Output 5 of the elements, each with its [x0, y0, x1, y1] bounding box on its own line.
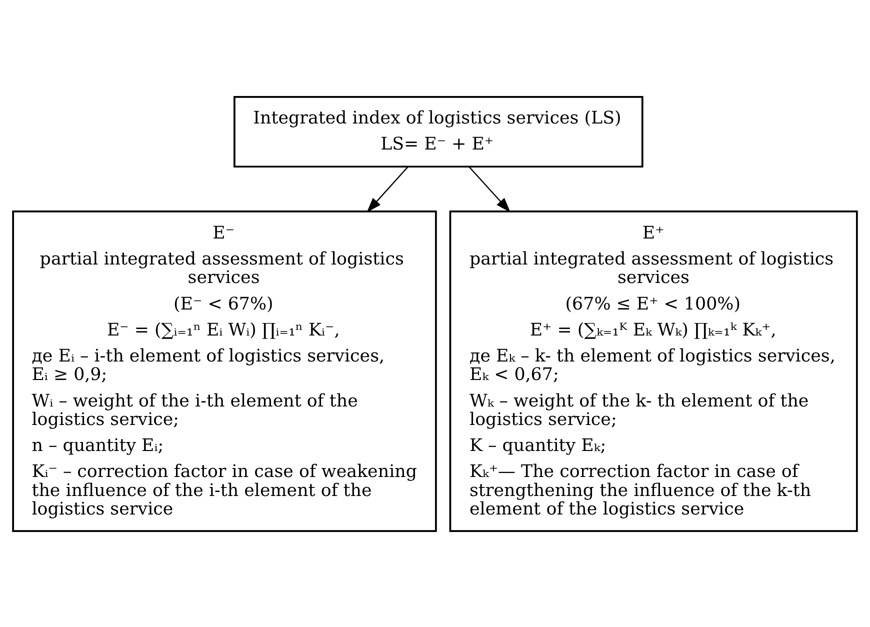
- node-box: E⁺ partial integrated assessment of logistics services (67% ≤ E⁺ < 100%) E⁺ = (∑ₖ₌₁ᴷ Eₖ Wₖ) ∏ₖ₌₁ᵏ Kₖ⁺, де Eₖ – k- th element of logistics services, Eₖ < 0,67; Wₖ – weight of the k- th element of the logistics service; K – quantity Eₖ; Kₖ⁺— The correction factor in case of strengthening the influence of the k-th element of the logistics service: [449, 210, 858, 532]
- arrow: [366, 166, 408, 212]
- node-box: E⁻ partial integrated assessment of logistics services (E⁻ < 67%) E⁻ = (∑ᵢ₌₁ⁿ Eᵢ Wᵢ) ∏ᵢ₌₁ⁿ Kᵢ⁻, де Eᵢ – i-th element of logistics services, Eᵢ ≥ 0,9; Wᵢ – weight of the i-th element of the logistics service; n – quantity Eᵢ; Kᵢ⁻ – correction factor in case of weakening the influence of the i-th element of the logistics service: [12, 210, 437, 532]
- arrow: [468, 166, 511, 212]
- node-box: Integrated index of logistics services (LS) LS= E⁻ + E⁺: [234, 96, 644, 168]
